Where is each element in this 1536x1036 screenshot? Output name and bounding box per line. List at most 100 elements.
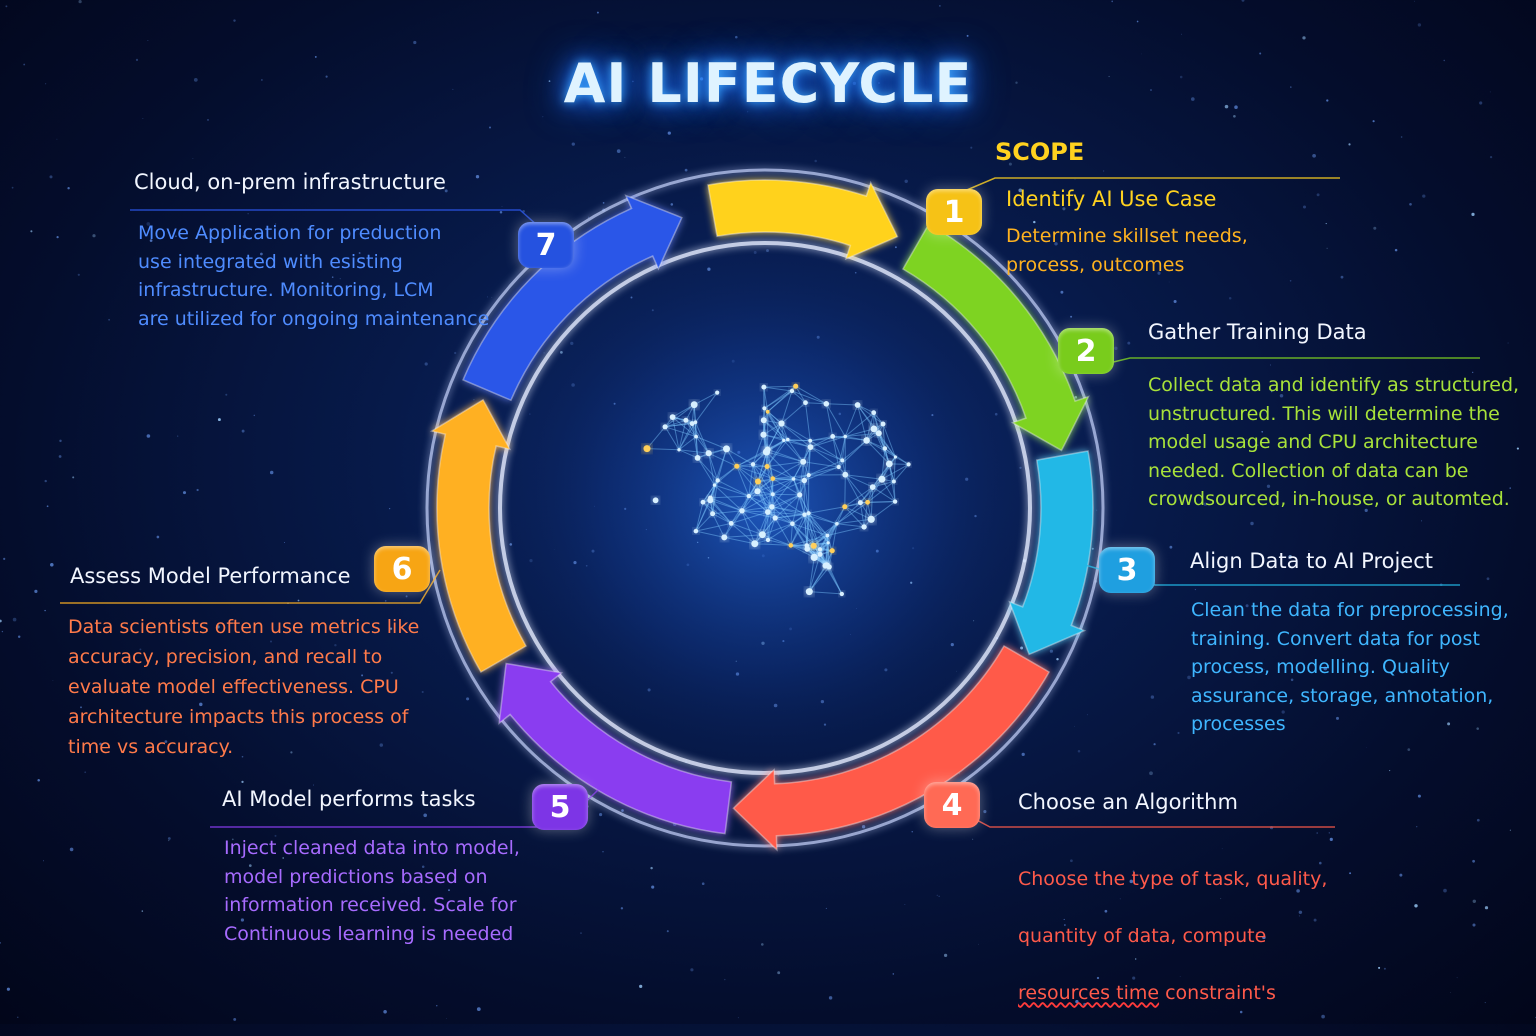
brain-node [694, 529, 699, 534]
brain-node [830, 434, 835, 439]
brain-node [865, 500, 870, 505]
brain-node [800, 459, 806, 465]
step-1-body: Determine skillset needs, process, outco… [1006, 222, 1248, 279]
step-7-title: Cloud, on-prem infrastructure [134, 170, 446, 194]
brain-node [805, 543, 810, 548]
brain-node [808, 444, 814, 450]
brain-node [807, 511, 811, 515]
brain-node [818, 547, 822, 551]
brain-node [797, 492, 802, 497]
brain-node [802, 478, 807, 483]
brain-node [701, 500, 706, 505]
brain-node [827, 541, 830, 544]
brain-node [893, 499, 897, 503]
brain-node [683, 418, 688, 423]
brain-node [695, 455, 701, 461]
brain-node [739, 508, 744, 513]
brain-node [771, 476, 776, 481]
brain-node [863, 437, 870, 444]
brain-node [670, 414, 676, 420]
brain-node [723, 445, 730, 452]
brain-node [886, 461, 893, 468]
brain-node [802, 513, 806, 517]
scope-label: SCOPE [995, 138, 1084, 166]
brain-node [694, 435, 698, 439]
brain-node [751, 540, 758, 547]
step-4-body-line-3: resources time constraint's [1018, 979, 1327, 1008]
brain-node [715, 391, 719, 395]
step-6-body: Data scientists often use metrics like a… [68, 612, 419, 762]
brain-node [747, 494, 751, 498]
brain-node [818, 552, 823, 557]
brain-node [771, 492, 775, 496]
brain-node [759, 531, 766, 538]
step-3-title: Align Data to AI Project [1190, 549, 1433, 573]
brain-node [894, 455, 897, 458]
brain-node [878, 476, 885, 483]
brain-node [690, 421, 695, 426]
brain-node [734, 464, 739, 469]
step-2-body: Collect data and identify as structured,… [1148, 371, 1519, 514]
brain-node [766, 538, 770, 542]
brain-node [762, 406, 766, 410]
brain-node [754, 488, 760, 494]
brain-node [824, 401, 830, 407]
page-title: AI LIFECYCLE [0, 52, 1536, 115]
brain-node [881, 422, 886, 427]
brain-node [871, 410, 876, 415]
brain-node [790, 521, 795, 526]
brain-node [766, 410, 770, 414]
brain-node [713, 483, 716, 486]
brain-node [883, 446, 887, 450]
brain-node [793, 384, 798, 389]
brain-node [760, 432, 766, 438]
brain-node [907, 462, 911, 466]
step-4-body: Choose the type of task, quality, quanti… [1018, 836, 1327, 1036]
brain-node [806, 588, 813, 595]
brain-node [803, 400, 808, 405]
brain-node [837, 465, 841, 469]
step-4-body-line-1: Choose the type of task, quality, [1018, 865, 1327, 894]
step-1-title: Identify AI Use Case [1006, 187, 1216, 211]
step-2-title: Gather Training Data [1148, 320, 1367, 344]
brain-node [707, 497, 713, 503]
brain-link [773, 494, 800, 495]
brain-node [765, 509, 771, 515]
brain-node [663, 424, 668, 429]
leader-line-2 [1072, 358, 1480, 372]
brain-node [861, 524, 866, 529]
brain-node [706, 450, 712, 456]
brain-node [842, 504, 847, 509]
brain-node [790, 389, 794, 393]
brain-node [789, 543, 794, 548]
brain-node [765, 464, 770, 469]
step-1-badge: 1 [926, 189, 982, 235]
brain-node [892, 480, 896, 484]
brain-link [868, 502, 896, 503]
brain-node [763, 448, 770, 455]
brain-node [840, 592, 844, 596]
brain-node [751, 462, 755, 466]
brain-node [830, 548, 835, 553]
brain-node [782, 439, 785, 442]
brain-node [710, 511, 715, 516]
brain-node [691, 401, 698, 408]
brain-node [716, 478, 720, 482]
step-7-badge: 7 [518, 222, 574, 268]
brain-node [826, 534, 830, 538]
step-4-badge: 4 [924, 782, 980, 828]
brain-node [811, 543, 817, 549]
brain-node [761, 385, 766, 390]
brain-node [876, 430, 882, 436]
brain-node [855, 402, 861, 408]
brain-node [811, 554, 818, 561]
step-7-body: Move Application for preduction use inte… [138, 219, 489, 333]
brain-node [644, 445, 651, 452]
brain-node [868, 516, 875, 523]
brain-node [778, 420, 784, 426]
brain-node [827, 564, 832, 569]
step-4-title: Choose an Algorithm [1018, 790, 1238, 814]
step-5-title: AI Model performs tasks [222, 787, 476, 811]
brain-link [845, 475, 846, 507]
brain-node [786, 438, 790, 442]
